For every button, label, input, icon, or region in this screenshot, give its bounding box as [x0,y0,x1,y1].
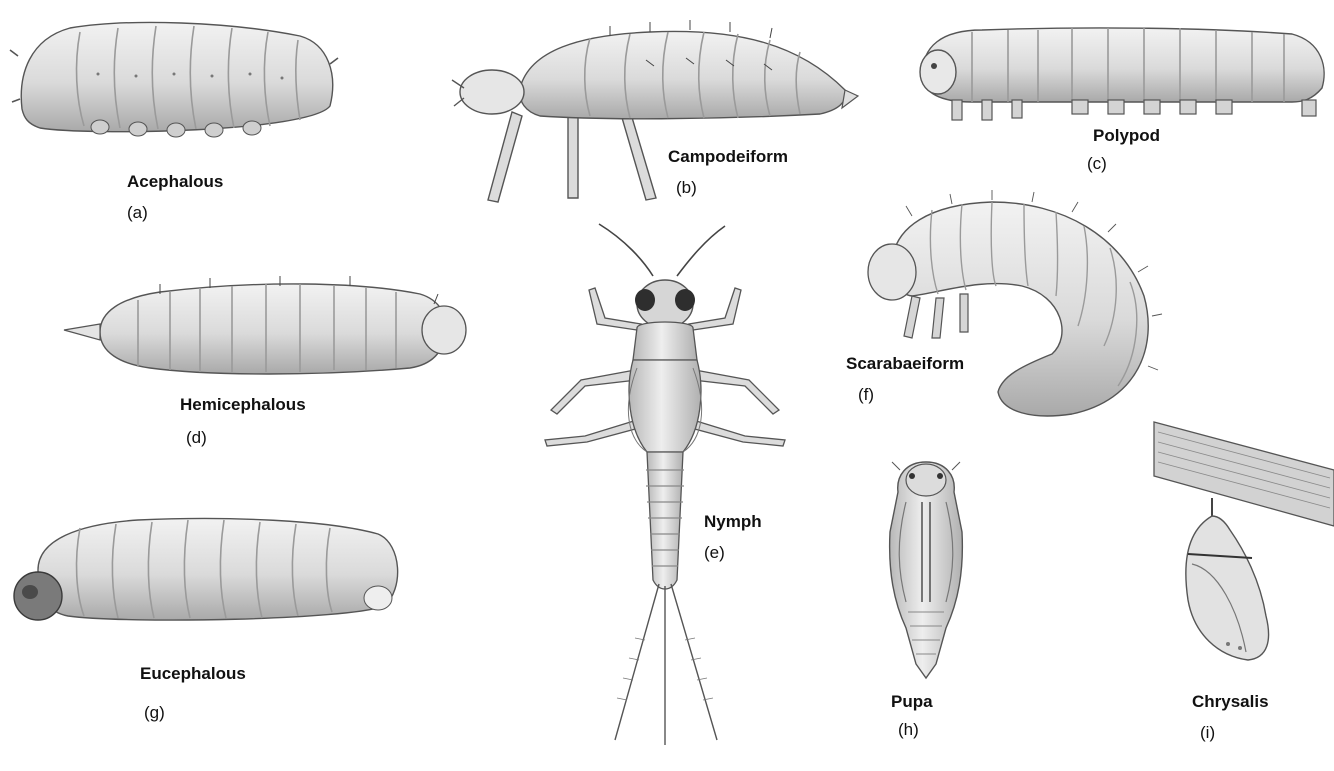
pupa-label: Pupa [891,692,933,712]
polypod-larva-illustration [912,16,1332,126]
polypod-letter: (c) [1087,154,1107,174]
acephalous-larva-illustration [10,14,350,144]
hemicephalous-larva-illustration [60,272,470,382]
chrysalis-illustration [1148,420,1334,672]
chrysalis-label: Chrysalis [1192,692,1269,712]
campodeiform-letter: (b) [676,178,697,198]
acephalous-label: Acephalous [127,172,223,192]
campodeiform-label: Campodeiform [668,147,788,167]
nymph-label: Nymph [704,512,762,532]
chrysalis-letter: (i) [1200,723,1215,743]
hemicephalous-letter: (d) [186,428,207,448]
campodeiform-larva-illustration [450,10,860,205]
nymph-letter: (e) [704,543,725,563]
nymph-illustration [525,220,805,750]
eucephalous-letter: (g) [144,703,165,723]
hemicephalous-label: Hemicephalous [180,395,306,415]
acephalous-letter: (a) [127,203,148,223]
polypod-label: Polypod [1093,126,1160,146]
pupa-illustration [876,452,976,680]
scarabaeiform-larva-illustration [852,186,1172,426]
eucephalous-label: Eucephalous [140,664,246,684]
scarabaeiform-letter: (f) [858,385,874,405]
eucephalous-larva-illustration [8,510,408,630]
scarabaeiform-label: Scarabaeiform [846,354,964,374]
pupa-letter: (h) [898,720,919,740]
